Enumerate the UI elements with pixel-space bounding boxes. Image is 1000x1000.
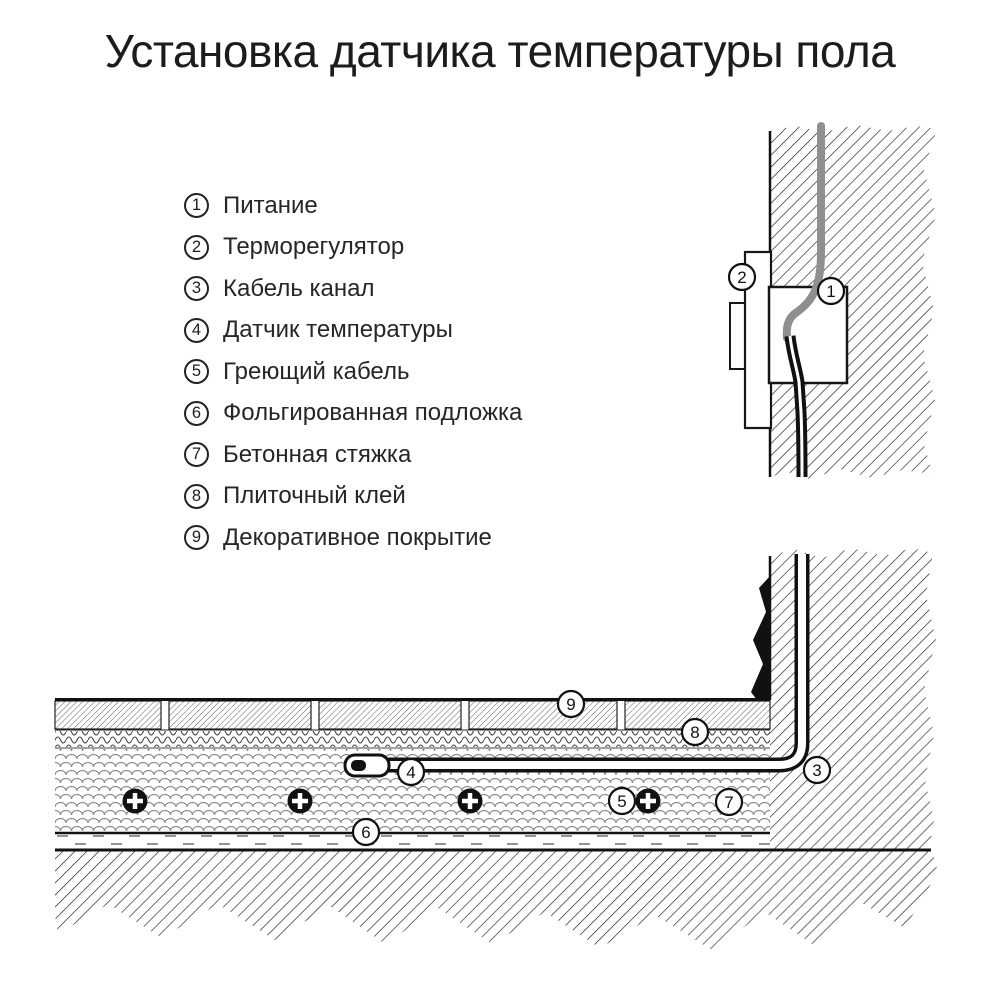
legend-number-icon: 1: [184, 193, 209, 218]
legend-item-heating-cable: 5 Греющий кабель: [184, 357, 522, 385]
heating-cable-icon: [122, 788, 148, 814]
heating-cable-icon: [635, 788, 661, 814]
svg-text:4: 4: [406, 763, 415, 782]
callout-tile-adhesive: 8: [680, 717, 710, 747]
legend-item-foil-underlay: 6 Фольгированная подложка: [184, 399, 523, 426]
legend-label: Питание: [223, 191, 318, 219]
legend-number-icon: 5: [184, 359, 209, 384]
legend-number-icon: 3: [184, 276, 209, 301]
heating-cable-symbols: [122, 788, 661, 814]
legend-label: Датчик температуры: [223, 316, 453, 343]
legend-item-cable-channel: 3 Кабель канал: [184, 274, 522, 302]
callout-heating-cable: 5: [607, 786, 637, 816]
legend-number-icon: 4: [184, 317, 209, 343]
tile: [54, 700, 162, 730]
legend-label: Фольгированная подложка: [223, 399, 523, 426]
callout-foil-underlay: 6: [351, 817, 381, 847]
decorative-tile-layer: [54, 698, 771, 730]
svg-text:1: 1: [826, 282, 835, 301]
callout-screed: 7: [714, 787, 744, 817]
legend-number-icon: 9: [184, 525, 209, 550]
heating-cable-icon: [457, 788, 483, 814]
subfloor: [55, 851, 938, 950]
power-cable: [782, 122, 825, 342]
svg-text:6: 6: [361, 823, 370, 842]
svg-text:7: 7: [724, 793, 733, 812]
legend: 1 Питание 2 Терморегулятор 3 Кабель кана…: [184, 191, 523, 567]
foil-underlay-layer: [55, 835, 770, 848]
legend-item-tile-adhesive: 8 Плиточный клей: [184, 482, 522, 509]
sensor-tip: [351, 760, 366, 771]
sensor-cable-upper: [784, 335, 808, 478]
legend-label: Бетонная стяжка: [223, 440, 412, 468]
wall-corner-sealant: [751, 576, 770, 700]
legend-item-power: 1 Питание: [184, 191, 522, 219]
legend-number-icon: 7: [184, 442, 209, 467]
callout-temp-sensor: 4: [396, 757, 426, 787]
cable-conduit: [388, 554, 810, 773]
legend-item-temp-sensor: 4 Датчик температуры: [184, 316, 522, 343]
page-title: Установка датчика температуры пола: [104, 25, 896, 77]
temperature-sensor: [343, 753, 391, 778]
tile: [168, 700, 312, 730]
tile: [318, 700, 462, 730]
legend-label: Терморегулятор: [223, 233, 405, 260]
svg-text:9: 9: [566, 695, 575, 714]
legend-label: Плиточный клей: [223, 482, 406, 509]
legend-number-icon: 8: [184, 483, 209, 509]
wall-upper-section: [770, 125, 937, 479]
svg-text:5: 5: [617, 792, 626, 811]
callout-power: 1: [816, 276, 846, 306]
svg-text:8: 8: [690, 723, 699, 742]
tile: [468, 700, 618, 730]
legend-label: Кабель канал: [223, 274, 375, 302]
legend-item-thermostat: 2 Терморегулятор: [184, 233, 522, 260]
legend-item-screed: 7 Бетонная стяжка: [184, 440, 522, 468]
legend-number-icon: 2: [184, 234, 209, 260]
heating-cable-icon: [287, 788, 313, 814]
legend-label: Декоративное покрытие: [223, 523, 492, 551]
svg-text:2: 2: [737, 268, 746, 287]
legend-number-icon: 6: [184, 400, 209, 426]
callout-cable-channel: 3: [802, 755, 832, 785]
callout-decorative-cover: 9: [556, 689, 586, 719]
legend-label: Греющий кабель: [223, 357, 410, 385]
callout-thermostat: 2: [727, 262, 757, 292]
legend-item-decorative-cover: 9 Декоративное покрытие: [184, 523, 522, 551]
tile-adhesive-layer: [55, 731, 770, 747]
svg-text:3: 3: [812, 761, 821, 780]
